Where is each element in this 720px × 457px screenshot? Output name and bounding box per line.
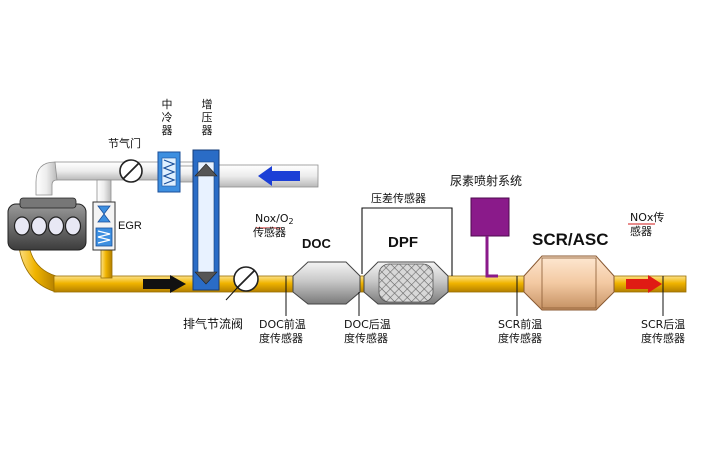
nox-sensor-label-line2: 感器 [630, 225, 652, 238]
scr-asc-label: SCR/ASC [532, 230, 609, 249]
outlet-arrow-icon [626, 275, 662, 293]
doc-label: DOC [302, 236, 331, 251]
nox-o2-sensor-label: Nox/O2 [255, 212, 294, 226]
nox-o2-sensor-label-line2: 传感器 [253, 226, 286, 239]
doc-canister [292, 261, 361, 305]
scr-rear-temp-label-line2: 度传感器 [641, 332, 685, 345]
dpf-label: DPF [388, 234, 418, 251]
exhaust-throttle-label: 排气节流阀 [183, 317, 244, 331]
doc-front-temp-label: DOC前温 [259, 318, 306, 331]
doc-rear-temp-label: DOC后温 [344, 318, 391, 331]
cylinder-3 [47, 216, 65, 236]
egr-label: EGR [118, 220, 142, 232]
sensor-leaders [225, 223, 664, 316]
engine [7, 197, 87, 251]
exhaust-flow-arrow-icon [143, 275, 186, 293]
egr-upper-pipe [96, 179, 112, 203]
cylinder-1 [13, 216, 31, 236]
cylinder-4 [64, 216, 82, 236]
egr-cooler-icon [95, 227, 113, 247]
egr-exhaust-branch [100, 249, 113, 279]
doc-front-temp-label-line2: 度传感器 [259, 332, 303, 345]
flow-arrows [143, 166, 662, 293]
urea-injection-system [470, 197, 510, 278]
scr-front-temp-label-line2: 度传感器 [498, 332, 542, 345]
intercooler-label: 中冷器 [161, 98, 173, 137]
doc-rear-temp-label-line2: 度传感器 [344, 332, 388, 345]
throttle-valve [119, 159, 143, 183]
intake-elbow [35, 161, 58, 196]
urea-tank [470, 197, 510, 237]
dpf-filter-core [378, 263, 434, 303]
scr-asc-canister [523, 255, 615, 311]
turbocharger-label: 增压器 [201, 98, 213, 137]
fresh-air-arrow-icon [258, 166, 300, 186]
egr-valve-icon [97, 205, 111, 223]
throttle-label: 节气门 [108, 137, 141, 150]
cylinder-2 [30, 216, 48, 236]
nox-sensor-label: NOx传 [630, 211, 665, 224]
turbocharger [192, 149, 220, 291]
urea-dosing-line [485, 236, 498, 278]
engine-head [19, 197, 77, 209]
exhaust-throttle-valve [233, 266, 259, 292]
diff-pressure-sensor-label: 压差传感器 [371, 192, 426, 205]
turbine-wheel-icon [194, 271, 218, 285]
scr-front-temp-label: SCR前温 [498, 318, 543, 331]
egr-unit [92, 201, 116, 251]
intercooler [157, 151, 181, 193]
diff-pressure-bracket [361, 207, 453, 276]
compressor-wheel-icon [194, 163, 218, 177]
urea-injection-label: 尿素喷射系统 [450, 174, 523, 188]
scr-rear-temp-label: SCR后温 [641, 318, 686, 331]
dpf-canister [363, 261, 449, 305]
